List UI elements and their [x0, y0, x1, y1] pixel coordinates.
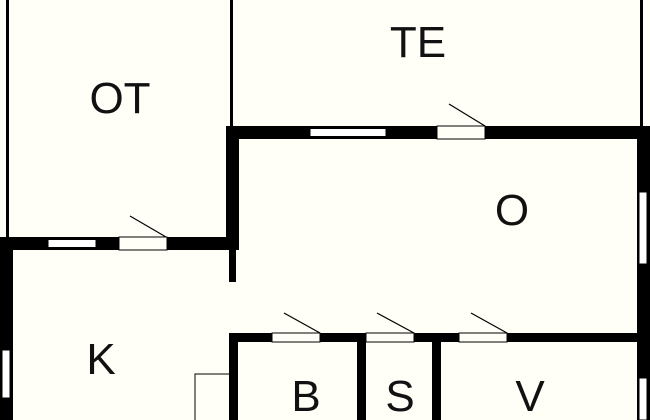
room-label-te: TE [390, 18, 446, 67]
door-swing-ot-k [129, 215, 167, 238]
window-left [1, 349, 11, 399]
door-openings [119, 126, 507, 342]
wall-b-s [357, 333, 366, 420]
windows [1, 128, 648, 420]
door-gap-b [272, 333, 320, 342]
door-leaf-te-o [436, 125, 486, 140]
room-labels: OT TE O K B S V [86, 18, 545, 420]
door-leaf-ot-k [118, 236, 168, 251]
door-swing-v [470, 312, 508, 334]
room-label-v: V [515, 372, 545, 420]
door-swing-b [283, 312, 321, 334]
ot-te-divider-line [230, 0, 233, 128]
door-gap-ot-k [119, 237, 167, 250]
door-swing-te-o [448, 103, 486, 127]
door-gap-v [459, 333, 507, 342]
door-leaf-b [271, 332, 321, 343]
window-k-top [47, 239, 97, 248]
door-swing-s [376, 312, 415, 334]
wall-o-left [226, 126, 239, 250]
door-gap-te-o [437, 126, 485, 139]
window-o-top [309, 128, 387, 137]
window-right-upper [638, 191, 648, 265]
door-gap-s [366, 333, 414, 342]
door-swings [129, 103, 508, 334]
wall-b-left [229, 333, 238, 420]
door-leaf-v [458, 332, 508, 343]
room-label-ot: OT [89, 74, 150, 123]
room-label-k: K [86, 335, 115, 384]
window-right-lower [638, 377, 648, 420]
terrace-outlines [6, 0, 643, 240]
fixture-k-b [194, 373, 229, 420]
fixture-outline [194, 373, 229, 420]
wall-k-o-stub [229, 250, 236, 282]
door-leaf-s [365, 332, 415, 343]
wall-right [637, 126, 650, 420]
ot-left-line [6, 0, 9, 240]
wall-s-v [432, 333, 441, 420]
room-label-o: O [495, 186, 529, 235]
te-right-line [640, 0, 643, 128]
room-label-s: S [385, 372, 414, 420]
room-label-b: B [291, 372, 320, 420]
door-leaves [118, 125, 508, 343]
